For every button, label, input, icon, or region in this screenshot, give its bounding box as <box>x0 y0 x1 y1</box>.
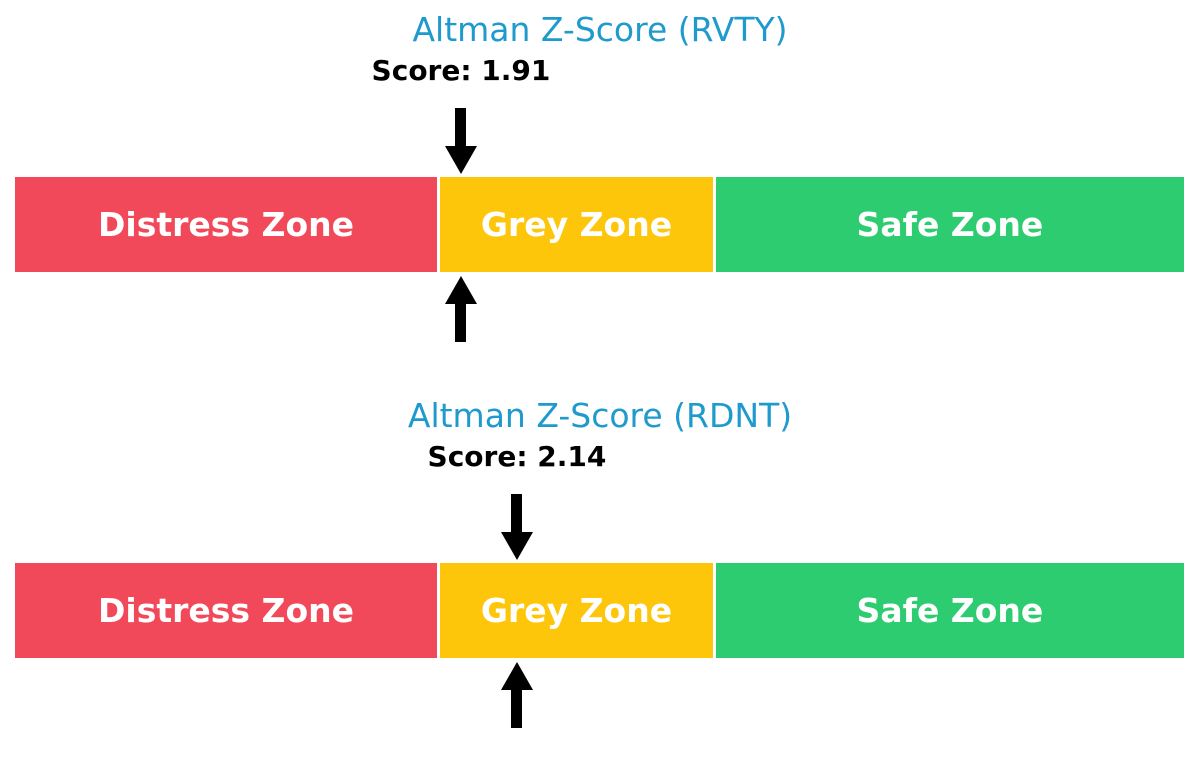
up-arrow-head <box>500 662 533 690</box>
gauge-rdnt: Altman Z-Score (RDNT) Score: 2.14 Distre… <box>0 386 1200 774</box>
gauge-rvty: Altman Z-Score (RVTY) Score: 1.91 Distre… <box>15 10 1184 342</box>
zone-safe: Safe Zone <box>715 563 1184 658</box>
up-arrow-icon <box>500 662 533 728</box>
up-arrow-head <box>444 276 477 304</box>
zone-safe-label: Safe Zone <box>856 591 1044 630</box>
zone-distress: Distress Zone <box>15 563 437 658</box>
down-arrow-shaft <box>455 108 467 146</box>
down-arrow-head <box>444 146 477 174</box>
zone-grey: Grey Zone <box>440 563 713 658</box>
zone-distress: Distress Zone <box>15 177 437 272</box>
up-arrow-icon <box>444 276 477 342</box>
zone-distress-label: Distress Zone <box>97 205 355 244</box>
zone-grey-label: Grey Zone <box>480 591 673 630</box>
zone-grey: Grey Zone <box>440 177 713 272</box>
score-label: Score: 2.14 <box>427 440 607 473</box>
zone-distress-label: Distress Zone <box>97 591 355 630</box>
down-arrow-shaft <box>511 494 523 532</box>
score-label: Score: 1.91 <box>371 54 551 87</box>
up-arrow-shaft <box>455 304 467 342</box>
down-arrow-icon <box>500 494 533 560</box>
zone-safe-label: Safe Zone <box>856 205 1044 244</box>
up-arrow-shaft <box>511 690 523 728</box>
down-arrow-icon <box>444 108 477 174</box>
chart-title: Altman Z-Score (RDNT) <box>407 396 793 435</box>
down-arrow-head <box>500 532 533 560</box>
chart-title: Altman Z-Score (RVTY) <box>412 10 788 49</box>
zone-bar: Distress Zone Grey Zone Safe Zone <box>15 177 1184 272</box>
zone-grey-label: Grey Zone <box>480 205 673 244</box>
zone-bar: Distress Zone Grey Zone Safe Zone <box>15 563 1184 658</box>
zone-safe: Safe Zone <box>715 177 1184 272</box>
